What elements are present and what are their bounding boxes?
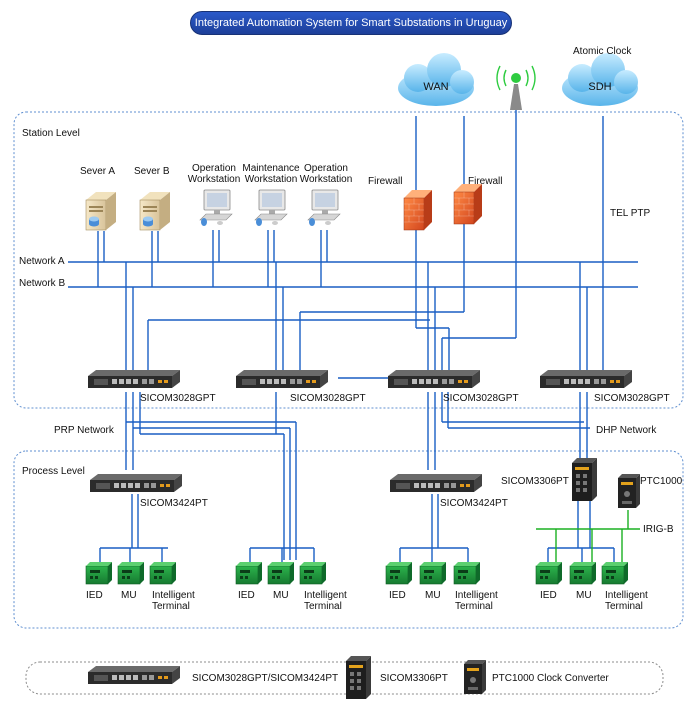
intelligent-terminal-icon: [453, 561, 481, 585]
sicom3306-icon: [572, 458, 597, 501]
station-switch-label: SICOM3028GPT: [443, 393, 519, 404]
mu-label: MU: [425, 590, 441, 601]
diagram-title: Integrated Automation System for Smart S…: [190, 11, 512, 35]
station-level-frame: [13, 111, 684, 409]
ptc1000-icon: [618, 474, 640, 508]
workstation-icon: [254, 189, 288, 227]
process-level-frame: [13, 450, 684, 629]
dhp-network-label: DHP Network: [596, 425, 657, 436]
server-b-label: Sever B: [134, 166, 170, 177]
process-level-label: Process Level: [22, 466, 85, 477]
antenna-icon: [496, 65, 536, 110]
intelligent-terminal-label: Intelligent Terminal: [304, 590, 347, 612]
station-switch-label: SICOM3028GPT: [140, 393, 216, 404]
server-b-icon: [139, 191, 171, 231]
sicom3306-label: SICOM3306PT: [501, 476, 569, 487]
process-switch-label: SICOM3424PT: [440, 498, 508, 509]
network-lines: [68, 110, 638, 562]
mu-label: MU: [121, 590, 137, 601]
legend-clock-label: PTC1000 Clock Converter: [492, 673, 609, 684]
process-switch-label: SICOM3424PT: [140, 498, 208, 509]
firewall-icon: [453, 183, 483, 225]
intelligent-terminal-icon: [299, 561, 327, 585]
mu-label: MU: [576, 590, 592, 601]
ied-icon: [385, 561, 413, 585]
workstation-label: Operation Workstation: [299, 163, 353, 185]
server-a-label: Sever A: [80, 166, 116, 177]
workstation-label: Operation Workstation: [187, 163, 241, 185]
network-a-label: Network A: [19, 256, 65, 267]
atomic-clock-label: Atomic Clock: [573, 46, 632, 57]
intelligent-terminal-label: Intelligent Terminal: [152, 590, 195, 612]
process-switch-1: [90, 474, 182, 492]
ied-label: IED: [86, 590, 103, 601]
network-b-label: Network B: [19, 278, 66, 289]
tel-ptp-label: TEL PTP: [610, 208, 651, 219]
mu-icon: [117, 561, 145, 585]
station-switch-1: [88, 370, 180, 388]
legend-clock-icon: [464, 660, 486, 694]
mu-icon: [569, 561, 597, 585]
sdh-label: SDH: [588, 81, 612, 93]
firewall-label: Firewall: [468, 176, 503, 187]
legend-rack-switch-icon: [88, 666, 180, 684]
ied-label: IED: [389, 590, 406, 601]
station-switch-4: [540, 370, 632, 388]
intelligent-terminal-icon: [149, 561, 177, 585]
legend-din-switch-icon: [346, 656, 371, 699]
intelligent-terminal-label: Intelligent Terminal: [605, 590, 648, 612]
server-a-icon: [85, 191, 117, 231]
firewall-label: Firewall: [368, 176, 403, 187]
legend-rack-switch-label: SICOM3028GPT/SICOM3424PT: [192, 673, 339, 684]
sdh-cloud: [562, 53, 638, 106]
mu-icon: [419, 561, 447, 585]
irig-b-line: [536, 510, 640, 562]
station-switch-2: [236, 370, 328, 388]
process-switch-2: [390, 474, 482, 492]
workstation-label: Maintenance Workstation: [242, 163, 300, 185]
station-switch-3: [388, 370, 480, 388]
ptc1000-label: PTC1000: [640, 476, 683, 487]
mu-label: MU: [273, 590, 289, 601]
irig-b-label: IRIG-B: [643, 524, 674, 535]
wan-cloud: [398, 53, 474, 106]
station-level-label: Station Level: [22, 128, 80, 139]
workstation-icon: [199, 189, 233, 227]
ied-label: IED: [540, 590, 557, 601]
ied-icon: [235, 561, 263, 585]
ied-label: IED: [238, 590, 255, 601]
wan-label: WAN: [423, 81, 449, 93]
workstation-icon: [307, 189, 341, 227]
mu-icon: [267, 561, 295, 585]
firewall-icon: [403, 189, 433, 231]
legend-frame: [25, 661, 664, 695]
intelligent-terminal-icon: [601, 561, 629, 585]
intelligent-terminal-label: Intelligent Terminal: [455, 590, 498, 612]
prp-network-label: PRP Network: [54, 425, 114, 436]
station-switch-label: SICOM3028GPT: [290, 393, 366, 404]
ied-icon: [85, 561, 113, 585]
station-switch-label: SICOM3028GPT: [594, 393, 670, 404]
ied-icon: [535, 561, 563, 585]
legend-din-switch-label: SICOM3306PT: [380, 673, 448, 684]
